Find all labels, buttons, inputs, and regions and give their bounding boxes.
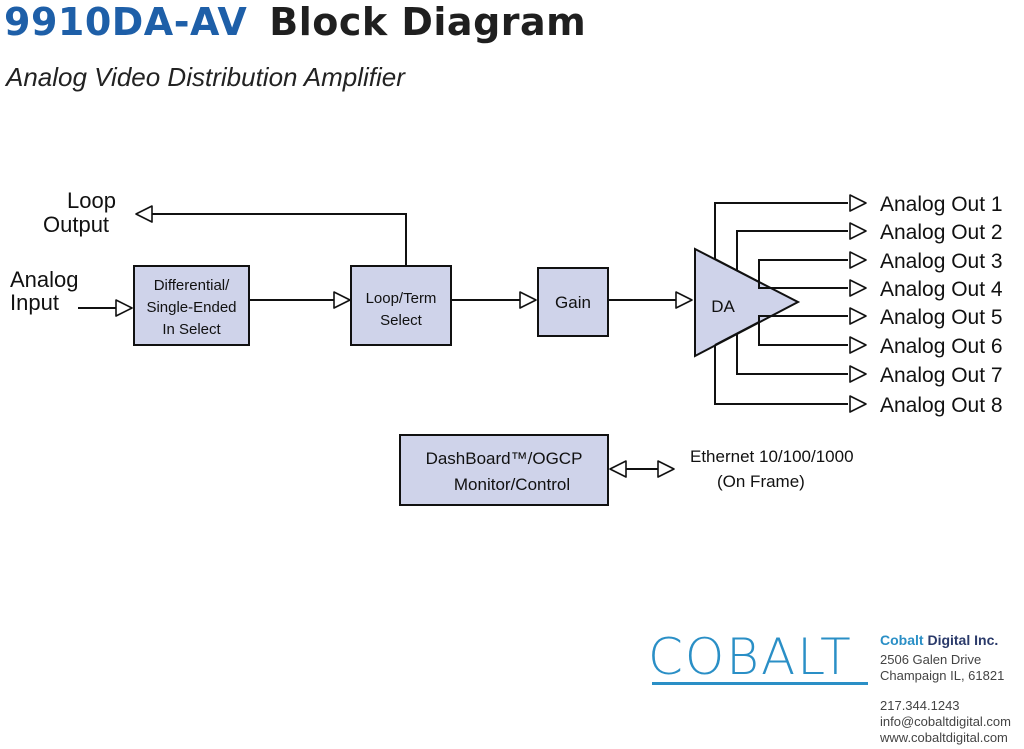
- model-name: 9910DA-AV: [4, 0, 248, 44]
- output-label-5: Analog Out 5: [880, 306, 1003, 329]
- output-label-6: Analog Out 6: [880, 335, 1003, 358]
- address-line1: 2506 Galen Drive: [880, 652, 982, 667]
- address-line2: Champaign IL, 61821: [880, 668, 1005, 683]
- diff-select-line2: Single-Ended: [146, 299, 236, 316]
- da-label: DA: [711, 297, 735, 316]
- page-title: 9910DA-AV Block Diagram: [4, 0, 586, 44]
- arrow-to-da: [675, 291, 693, 309]
- gain-block: [537, 267, 609, 337]
- diff-select-line1: Differential/: [154, 277, 230, 294]
- company-name: Cobalt Digital Inc.: [880, 632, 998, 648]
- diff-select-line3: In Select: [162, 321, 221, 338]
- loop-term-line2: Select: [380, 312, 423, 329]
- dashboard-line2: Monitor/Control: [454, 475, 570, 494]
- output-label-1: Analog Out 1: [880, 193, 1003, 216]
- output-label-8: Analog Out 8: [880, 394, 1003, 417]
- ethernet-label-line2: (On Frame): [717, 472, 805, 491]
- input-label-line1: Analog: [10, 267, 79, 292]
- gain-label: Gain: [555, 293, 591, 312]
- arrow-to-loop: [333, 291, 351, 309]
- output-label-2: Analog Out 2: [880, 221, 1003, 244]
- ethernet-arrow-left: [609, 460, 627, 478]
- input-label-line2: Input: [10, 290, 59, 315]
- loop-output-arrow: [135, 205, 153, 223]
- phone: 217.344.1243: [880, 698, 960, 713]
- cobalt-logo: COBALT: [648, 628, 853, 686]
- ethernet-arrow-right: [657, 460, 675, 478]
- input-arrow: [115, 299, 133, 317]
- title-text: Block Diagram: [269, 0, 587, 44]
- ethernet-label-line1: Ethernet 10/100/1000: [690, 447, 854, 466]
- diff-select-block: [133, 265, 250, 346]
- output-wires: [714, 202, 848, 405]
- output-label-3: Analog Out 3: [880, 250, 1003, 273]
- output-arrows: [849, 194, 867, 413]
- dashboard-block: [399, 434, 609, 506]
- website: www.cobaltdigital.com: [880, 730, 1008, 745]
- loop-output-label-line1: Loop: [67, 188, 116, 213]
- company-name-part2: Digital Inc.: [923, 632, 999, 648]
- loop-term-line1: Loop/Term: [366, 290, 437, 307]
- loop-output-label-line2: Output: [43, 212, 109, 237]
- company-name-part1: Cobalt: [880, 632, 924, 648]
- output-label-7: Analog Out 7: [880, 364, 1003, 387]
- logo-underline: [652, 682, 868, 685]
- output-label-4: Analog Out 4: [880, 278, 1003, 301]
- loop-output-wire: [152, 213, 407, 266]
- dashboard-line1: DashBoard™/OGCP: [426, 449, 583, 468]
- page-subtitle: Analog Video Distribution Amplifier: [6, 62, 405, 92]
- email: info@cobaltdigital.com: [880, 714, 1011, 729]
- loop-term-block: [350, 265, 452, 346]
- arrow-to-gain: [519, 291, 537, 309]
